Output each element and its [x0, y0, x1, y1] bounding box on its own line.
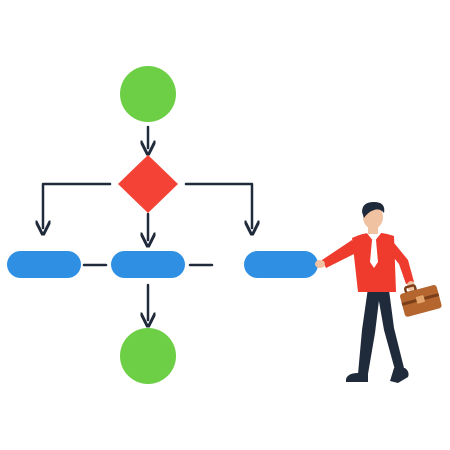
- hair: [362, 202, 385, 218]
- arrow-decision-to-left: [43, 182, 112, 228]
- process-node-left: [7, 251, 81, 278]
- leg-back: [358, 288, 380, 374]
- arm-right: [386, 238, 414, 284]
- collar: [366, 232, 382, 242]
- process-node-right: [244, 251, 318, 278]
- connectors: [43, 125, 252, 320]
- shoe-right: [390, 368, 409, 383]
- decision-node: [118, 155, 178, 213]
- arm-left: [322, 240, 356, 268]
- businessman-figure: [315, 202, 415, 383]
- leg-front: [377, 290, 404, 370]
- start-node: [120, 66, 176, 122]
- hand-left: [315, 260, 325, 268]
- end-node: [120, 328, 176, 384]
- process-node-center: [111, 251, 185, 278]
- tie: [370, 240, 378, 268]
- arrow-decision-to-right: [184, 182, 252, 228]
- briefcase-icon: [399, 284, 442, 317]
- shoe-left: [346, 373, 368, 382]
